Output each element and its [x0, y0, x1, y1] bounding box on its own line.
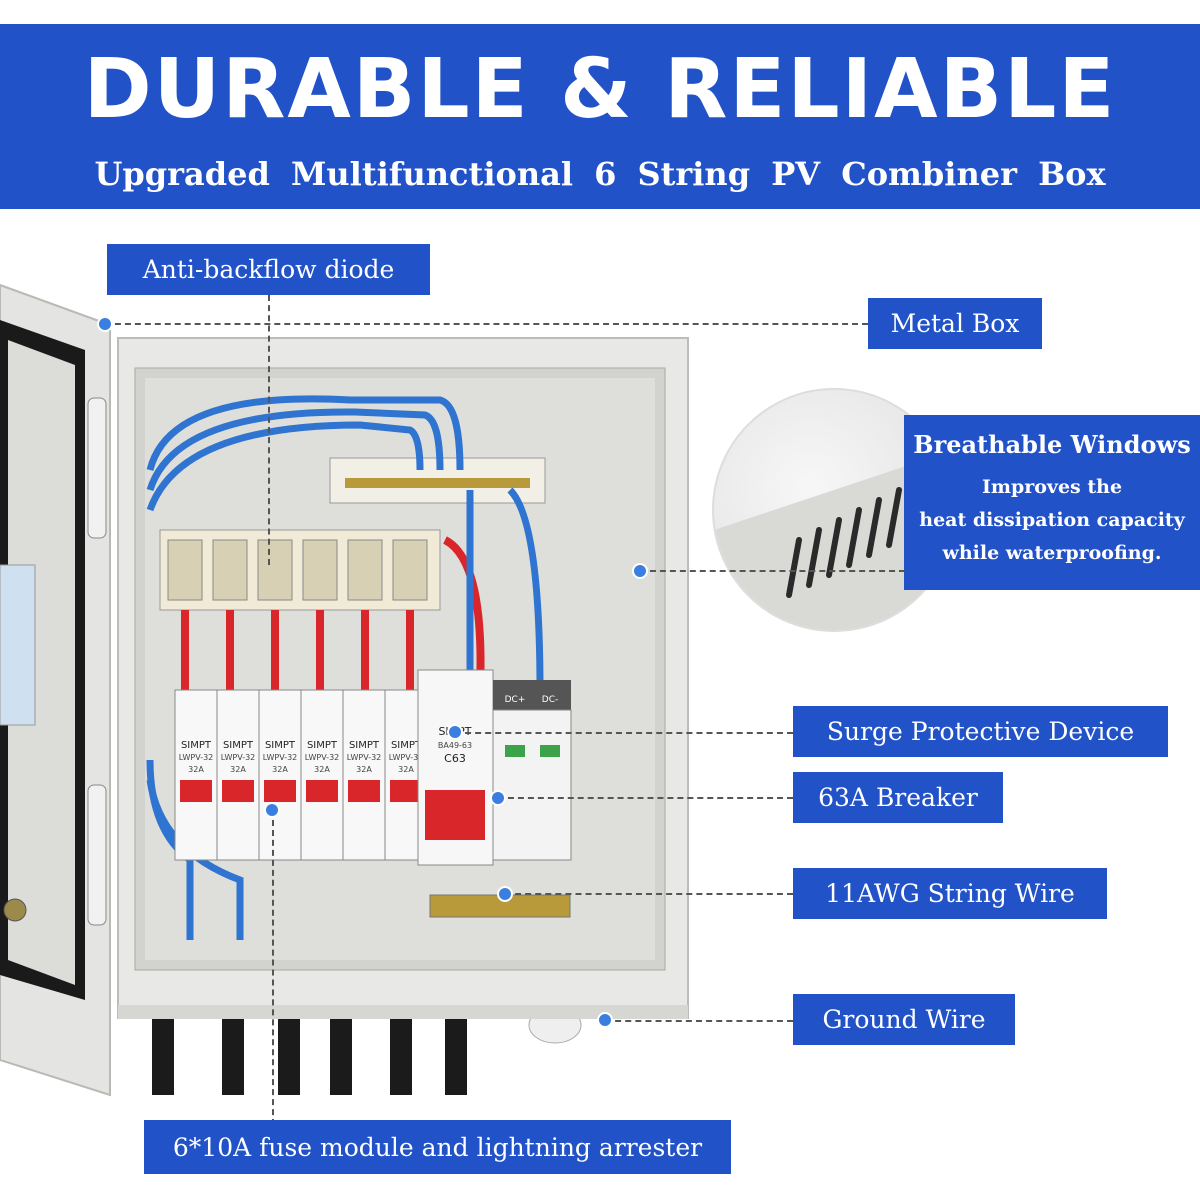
marker-string-wire	[497, 886, 513, 902]
fuse-model-4: LWPV-32	[305, 753, 340, 762]
fuse-rating-5: 32A	[356, 765, 372, 774]
marker-breaker	[490, 790, 506, 806]
fuse-brand-4: SIMPT	[307, 740, 338, 751]
leader-surge	[455, 732, 793, 734]
label-anti-backflow-diode: Anti-backflow diode	[107, 244, 430, 295]
page-title: DURABLE & RELIABLE	[83, 42, 1117, 137]
spd-neg-label: DC-	[542, 695, 558, 705]
fuse-brand-6: SIMPT	[391, 740, 422, 751]
fuse-rating-4: 32A	[314, 765, 330, 774]
fuse-rating-6: 32A	[398, 765, 414, 774]
fuse-brand-3: SIMPT	[265, 740, 296, 751]
label-11awg-string-wire: 11AWG String Wire	[793, 868, 1107, 919]
leader-breathable	[640, 570, 905, 572]
fuse-model-6: LWPV-32	[389, 753, 424, 762]
marker-fuse-module	[264, 802, 280, 818]
fuse-brand-5: SIMPT	[349, 740, 380, 751]
header-banner	[0, 24, 1200, 209]
label-ground-wire: Ground Wire	[793, 994, 1015, 1045]
fuse-rating-3: 32A	[272, 765, 288, 774]
red-wires	[181, 536, 485, 691]
enclosure-body	[117, 337, 689, 1019]
leader-breaker	[498, 797, 793, 799]
page-subtitle: Upgraded Multifunctional 6 String PV Com…	[94, 155, 1106, 193]
fuse-model-2: LWPV-32	[221, 753, 256, 762]
fuse-brand-1: SIMPT	[181, 740, 212, 751]
fuse-modules: SIMPT SIMPT SIMPT SIMPT SIMPT SIMPT LWPV…	[174, 689, 428, 861]
breathable-line1: Improves the	[981, 476, 1123, 498]
leader-ground-wire	[605, 1020, 793, 1022]
spd-pos-label: DC+	[505, 695, 526, 705]
leader-metal-box	[105, 323, 868, 325]
breathable-title: Breathable Windows	[913, 430, 1191, 459]
fuse-rating-2: 32A	[230, 765, 246, 774]
breaker-63a: SIMPT BA49-63 C63	[417, 669, 494, 866]
label-63a-breaker: 63A Breaker	[793, 772, 1003, 823]
hinge-top	[87, 397, 107, 539]
label-fuse-module: 6*10A fuse module and lightning arrester	[144, 1120, 731, 1174]
fuse-model-1: LWPV-32	[179, 753, 214, 762]
fuse-model-5: LWPV-32	[347, 753, 382, 762]
fuse-rating-1: 32A	[188, 765, 204, 774]
hinge-bottom	[87, 784, 107, 926]
label-metal-box: Metal Box	[868, 298, 1042, 349]
fuse-brand-2: SIMPT	[223, 740, 254, 751]
breathable-line2: heat dissipation capacity	[919, 509, 1185, 531]
leader-fuse-module	[272, 810, 274, 1145]
breaker-model: BA49-63	[438, 741, 472, 750]
marker-surge	[447, 724, 463, 740]
enclosure-door	[0, 283, 111, 1097]
label-surge-protective-device: Surge Protective Device	[793, 706, 1168, 757]
marker-ground-wire	[597, 1012, 613, 1028]
marker-metal-box	[97, 316, 113, 332]
combiner-box-illustration: SIMPT SIMPT SIMPT SIMPT SIMPT SIMPT LWPV…	[0, 283, 689, 1097]
marker-breathable	[632, 563, 648, 579]
breathable-panel	[904, 415, 1200, 590]
leader-anti-backflow	[268, 295, 270, 565]
mc4-connectors	[152, 1015, 467, 1095]
fuse-model-3: LWPV-32	[263, 753, 298, 762]
breathable-line3: while waterproofing.	[942, 542, 1162, 564]
breaker-rating: C63	[444, 752, 466, 765]
diode-row	[159, 529, 441, 611]
leader-string-wire	[505, 893, 793, 895]
surge-protective-device: DC+ DC-	[492, 680, 572, 861]
